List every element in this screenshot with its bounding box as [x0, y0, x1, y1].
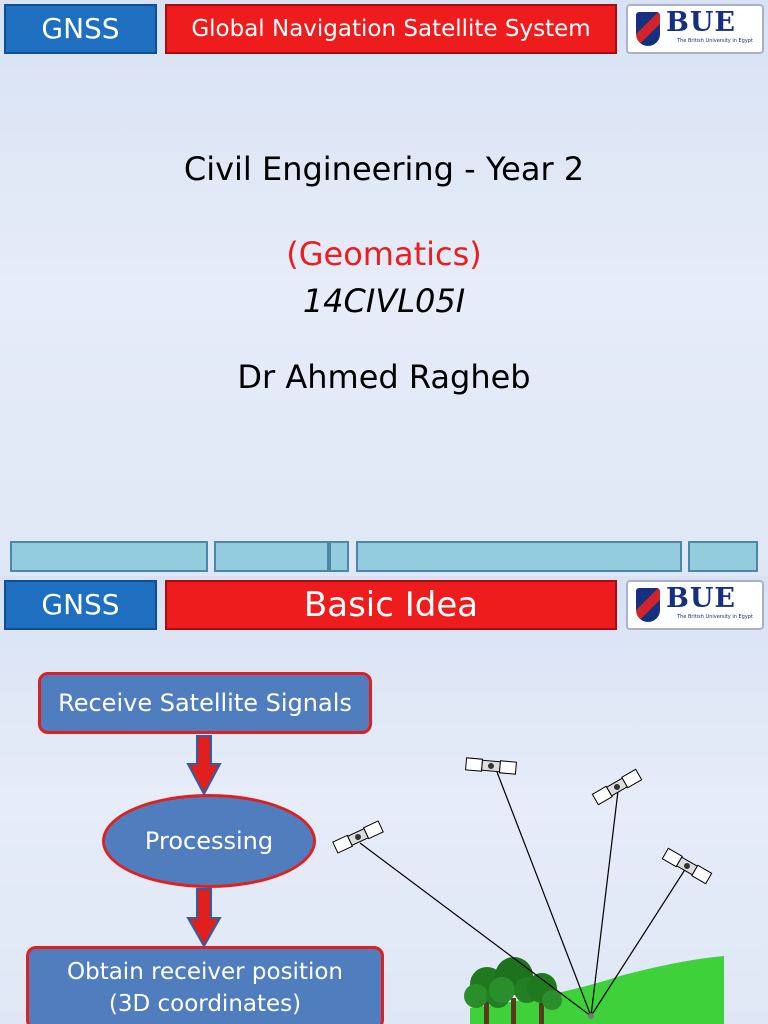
satellite-icon	[661, 847, 713, 885]
shield-icon	[636, 588, 660, 622]
satellite-icon	[465, 757, 517, 775]
tree-icon	[527, 973, 562, 1024]
logo-text: BUE	[666, 7, 736, 38]
header-tag: GNSS	[4, 580, 157, 630]
ground-hill	[470, 956, 724, 1024]
footer-bar	[10, 541, 208, 572]
logo-subtitle: The British University in Egypt	[677, 614, 753, 620]
header-title: Global Navigation Satellite System	[165, 4, 617, 54]
shield-icon	[636, 12, 660, 46]
footer-bar	[214, 541, 329, 572]
gnss-scene	[186, 735, 724, 1024]
step-obtain-position: Obtain receiver position (3D coordinates…	[26, 946, 384, 1024]
tree-icon	[489, 957, 540, 1024]
course-title: Civil Engineering - Year 2	[183, 150, 585, 188]
lecturer-name: Dr Ahmed Ragheb	[237, 358, 531, 396]
satellite-icon	[332, 820, 384, 854]
step-receive-signals: Receive Satellite Signals	[38, 672, 372, 734]
footer-bar	[356, 541, 682, 572]
logo-text: BUE	[666, 583, 736, 614]
bue-logo: BUE The British University in Egypt	[626, 4, 764, 54]
step-processing: Processing	[102, 794, 316, 888]
footer-bar	[329, 541, 349, 572]
slide-title: GNSS Global Navigation Satellite System …	[0, 0, 768, 576]
course-subject: (Geomatics)	[286, 235, 482, 273]
receiver-icon	[588, 1013, 594, 1019]
down-arrow-icon	[186, 735, 222, 797]
satellite-icon	[591, 768, 643, 806]
slide-basic-idea: GNSS Basic Idea BUE The British Universi…	[0, 576, 768, 1024]
footer-bar	[688, 541, 758, 572]
course-code: 14CIVL05I	[302, 282, 466, 320]
header-title: Basic Idea	[165, 580, 617, 630]
signal-lines	[359, 771, 687, 1017]
down-arrow-icon	[186, 888, 222, 949]
bue-logo: BUE The British University in Egypt	[626, 580, 764, 630]
logo-subtitle: The British University in Egypt	[677, 38, 753, 44]
header-tag: GNSS	[4, 4, 157, 54]
